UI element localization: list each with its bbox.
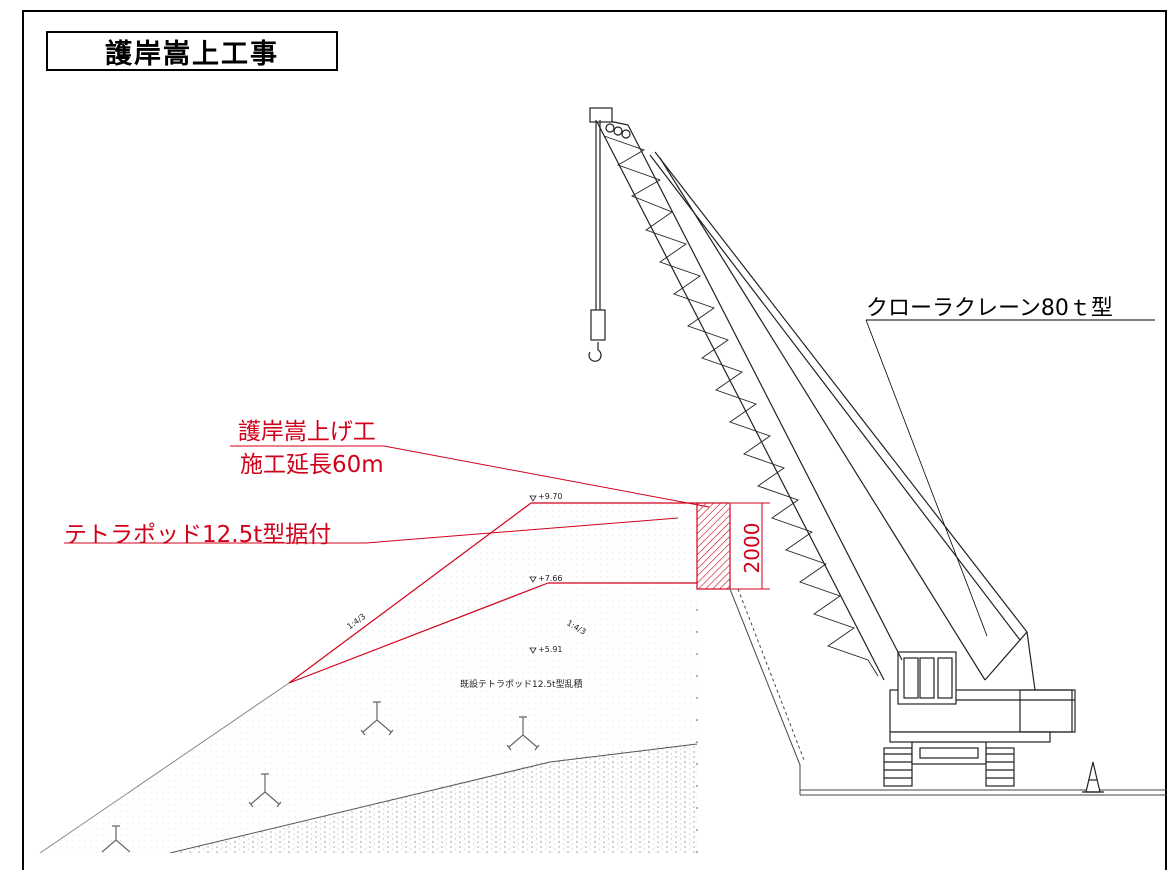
work-label: 護岸嵩上げ工 施工延長60m <box>230 416 384 482</box>
elevation-low: +5.91 <box>538 645 563 654</box>
drawing-frame <box>22 10 1167 870</box>
tetrapod-icons <box>101 701 540 853</box>
crane-label: クローラクレーン80ｔ型 <box>866 296 1113 321</box>
work-label-line1: 護岸嵩上げ工 <box>237 419 376 445</box>
dimension-label: 2000 <box>738 510 766 586</box>
leader-lines <box>64 445 710 544</box>
work-label-line2: 施工延長60m <box>240 452 384 478</box>
existing-slope <box>39 587 698 853</box>
tetrapod-label: テトラポッド12.5t型据付 <box>64 522 332 548</box>
title-box: 護岸嵩上工事 <box>46 31 338 71</box>
seawall-raise-section <box>696 502 731 590</box>
existing-tetrapod-label: 既設テトラポッド12.5t型乱積 <box>460 680 583 690</box>
elevation-top: +9.70 <box>538 492 563 501</box>
crane-leader-arrow <box>865 319 988 637</box>
dimension-lines <box>731 502 770 590</box>
tetrapod-placement-area <box>288 502 697 684</box>
quay-ground <box>729 588 1167 796</box>
elevation-marks <box>529 495 537 654</box>
elevation-mid: +7.66 <box>538 574 563 583</box>
dimension-value: 2000 <box>740 522 764 574</box>
crawler-crane <box>588 107 1104 793</box>
page-title: 護岸嵩上工事 <box>105 38 279 70</box>
